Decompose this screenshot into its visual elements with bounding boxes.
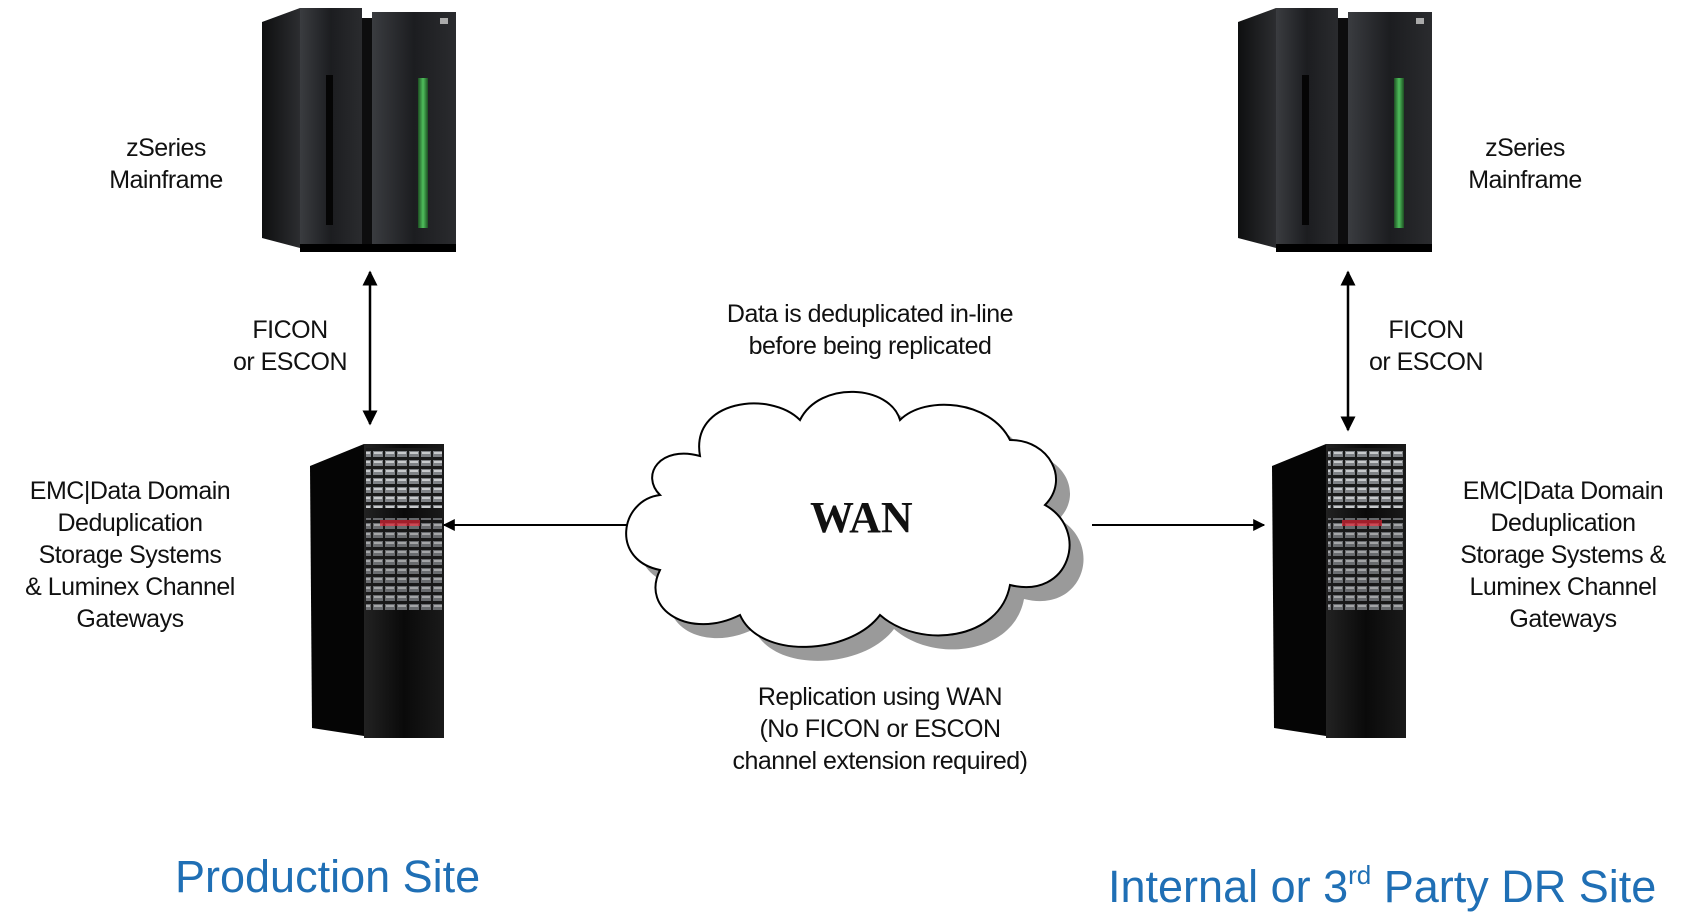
right-channel-label-line: FICON bbox=[1388, 316, 1464, 344]
dedup-note-line: Data is deduplicated in-line bbox=[726, 300, 1014, 328]
dr-site-title: Internal or 3rd Party DR Site bbox=[1108, 852, 1656, 912]
wan-cloud bbox=[625, 390, 1071, 648]
right-mainframe-label: zSeries Mainframe bbox=[1455, 132, 1595, 196]
left-storage-label-line: EMC|Data Domain bbox=[29, 477, 231, 505]
dr-site-title-text: Internal or 3 bbox=[1108, 861, 1349, 912]
left-mainframe bbox=[262, 8, 456, 252]
right-mainframe bbox=[1238, 8, 1432, 252]
right-channel-label: FICON or ESCON bbox=[1356, 314, 1496, 378]
right-storage-label-line: Gateways bbox=[1509, 605, 1617, 633]
right-storage-label-line: Deduplication bbox=[1490, 509, 1637, 537]
right-storage-label: EMC|Data Domain Deduplication Storage Sy… bbox=[1428, 475, 1698, 635]
right-storage-label-line: Luminex Channel bbox=[1469, 573, 1657, 601]
replication-note: Replication using WAN (No FICON or ESCON… bbox=[690, 681, 1070, 777]
right-storage-label-line: Storage Systems & bbox=[1460, 541, 1666, 569]
right-mainframe-label-line: zSeries bbox=[1485, 134, 1565, 162]
wan-label: WAN bbox=[810, 493, 913, 542]
right-storage-system bbox=[1272, 444, 1406, 738]
left-mainframe-label: zSeries Mainframe bbox=[96, 132, 236, 196]
left-storage-label-line: Gateways bbox=[76, 605, 184, 633]
dedup-note: Data is deduplicated in-line before bein… bbox=[690, 298, 1050, 362]
left-storage-system bbox=[310, 444, 444, 738]
production-site-title: Production Site bbox=[175, 851, 481, 902]
left-channel-label-line: or ESCON bbox=[232, 348, 348, 376]
replication-note-line: channel extension required) bbox=[732, 747, 1028, 775]
dr-site-title-text: Party DR Site bbox=[1371, 861, 1657, 912]
dedup-note-line: before being replicated bbox=[748, 332, 992, 360]
left-mainframe-label-line: zSeries bbox=[126, 134, 206, 162]
left-mainframe-label-line: Mainframe bbox=[109, 166, 223, 194]
left-storage-label: EMC|Data Domain Deduplication Storage Sy… bbox=[0, 475, 260, 635]
left-channel-label: FICON or ESCON bbox=[220, 314, 360, 378]
left-channel-label-line: FICON bbox=[252, 316, 328, 344]
replication-note-line: (No FICON or ESCON bbox=[759, 715, 1001, 743]
dr-site-title-superscript: rd bbox=[1348, 860, 1372, 890]
left-storage-label-line: Deduplication bbox=[57, 509, 204, 537]
right-mainframe-label-line: Mainframe bbox=[1468, 166, 1582, 194]
left-storage-label-line: Storage Systems bbox=[38, 541, 222, 569]
left-storage-label-line: & Luminex Channel bbox=[25, 573, 235, 601]
right-channel-label-line: or ESCON bbox=[1368, 348, 1484, 376]
replication-note-line: Replication using WAN bbox=[757, 683, 1003, 711]
right-storage-label-line: EMC|Data Domain bbox=[1462, 477, 1664, 505]
